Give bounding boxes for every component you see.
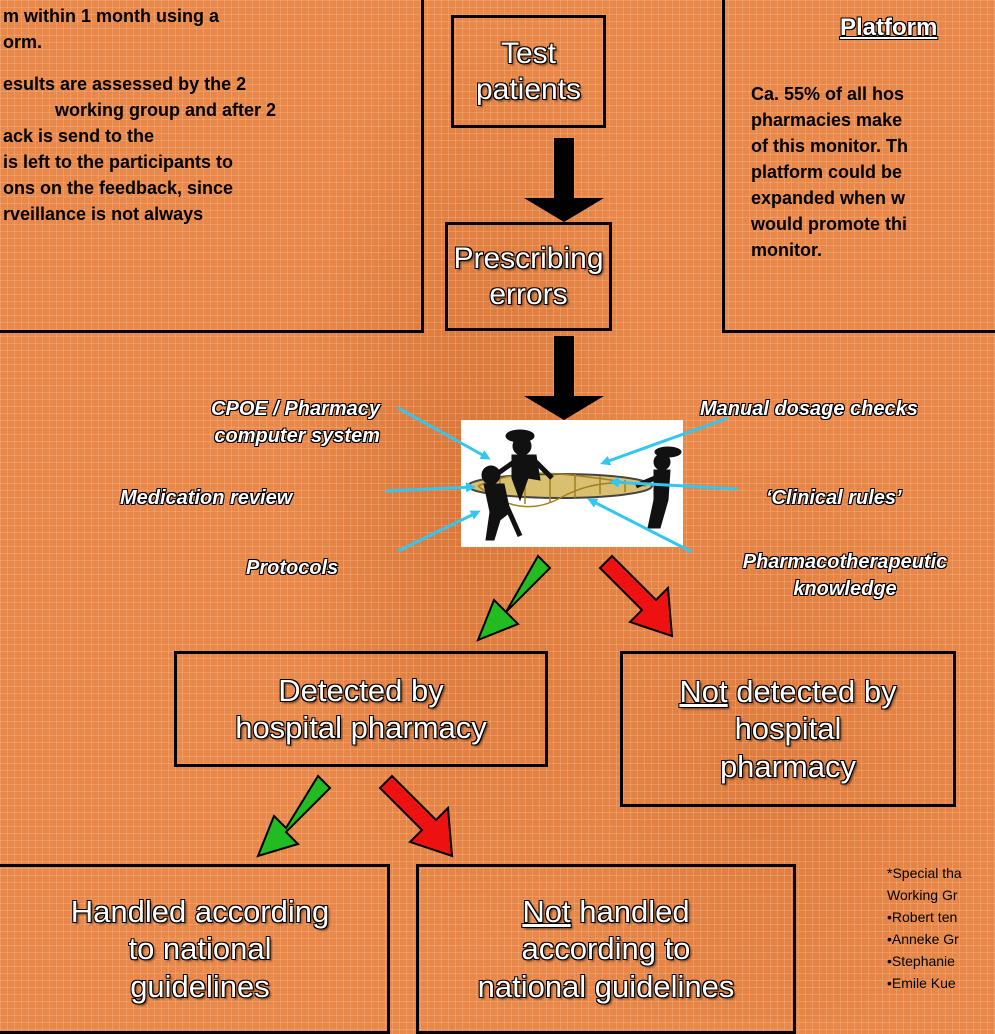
detected-line: Detected by: [278, 672, 444, 708]
survey-line: working group and after 2: [55, 100, 277, 120]
platform-line: would promote thi: [751, 214, 907, 234]
pointer-clinical-rules: [609, 477, 739, 491]
survey-line: m within 1 month using a: [3, 6, 219, 26]
not-detected-box: Not detected by hospital pharmacy: [620, 651, 956, 807]
detected-box: Detected by hospital pharmacy: [174, 651, 548, 767]
survey-line: is left to the participants to: [3, 152, 234, 172]
not-handled-line: according to: [521, 931, 691, 967]
prescribing-errors-box: Prescribing errors: [445, 222, 612, 331]
green-arrow-handled: [256, 774, 332, 858]
red-arrow-not-handled: [378, 774, 454, 858]
platform-heading: Platform: [840, 14, 938, 41]
black-arrow-test-to-errors: [524, 138, 604, 222]
black-arrow-errors-to-net: [524, 336, 604, 420]
survey-line: ons on the feedback, since: [3, 178, 234, 198]
survey-line: esults are assessed by the 2: [3, 74, 247, 94]
pointer-manual-dosage: [600, 416, 729, 466]
survey-line: orm.: [3, 32, 43, 52]
handled-line: Handled according: [70, 894, 330, 930]
not-detected-line: pharmacy: [719, 748, 857, 784]
test-patients-box: Test patients: [451, 15, 606, 128]
platform-line: of this monitor. Th: [751, 136, 908, 156]
special-thanks: *Special tha Working Gr •Robert ten •Ann…: [887, 865, 962, 991]
platform-line: pharmacies make: [751, 110, 903, 130]
platform-line: Ca. 55% of all hos: [751, 84, 905, 104]
label-manual-dosage: Manual dosage checks: [700, 398, 918, 420]
prescribing-errors-line: Prescribing: [453, 242, 604, 276]
platform-line: platform could be: [751, 162, 903, 182]
handled-line: to national: [128, 931, 272, 967]
platform-box: Platform Ca. 55% of all hos pharmacies m…: [722, 0, 995, 333]
survey-line: rveillance is not always: [3, 204, 204, 224]
survey-description-box: m within 1 month using a orm. esults are…: [0, 0, 424, 333]
detected-line: hospital pharmacy: [235, 710, 487, 745]
pointer-protocols: [397, 510, 481, 553]
survey-line: ack is send to the: [3, 126, 155, 146]
pointer-medication-review: [385, 482, 476, 493]
test-patients-line: Test: [500, 37, 556, 71]
platform-line: expanded when w: [751, 188, 906, 208]
label-cpoe: CPOE / Pharmacy computer system: [211, 398, 380, 447]
not-detected-line: hospital: [734, 711, 842, 747]
not-detected-not: Not: [679, 674, 728, 710]
not-handled-not: Not: [522, 894, 571, 930]
not-handled-box: Not handled according to national guidel…: [416, 864, 796, 1034]
not-handled-rest: handled: [570, 894, 690, 930]
label-protocols: Protocols: [246, 557, 339, 579]
platform-line: monitor.: [751, 240, 822, 260]
handled-line: guidelines: [130, 968, 270, 1004]
not-detected-rest: detected by: [727, 674, 897, 710]
pointer-cpoe: [397, 406, 491, 460]
not-handled-line: national guidelines: [477, 968, 735, 1004]
prescribing-errors-line: errors: [489, 277, 568, 311]
red-arrow-not-detected: [598, 554, 674, 638]
pointer-pharmacotherapeutic: [587, 498, 693, 554]
test-patients-line: patients: [475, 72, 582, 106]
green-arrow-detected: [476, 554, 552, 642]
label-pharmacotherapeutic: Pharmacotherapeutic knowledge: [742, 551, 948, 600]
label-medication-review: Medication review: [120, 487, 293, 509]
label-clinical-rules: ‘Clinical rules’: [766, 487, 902, 509]
